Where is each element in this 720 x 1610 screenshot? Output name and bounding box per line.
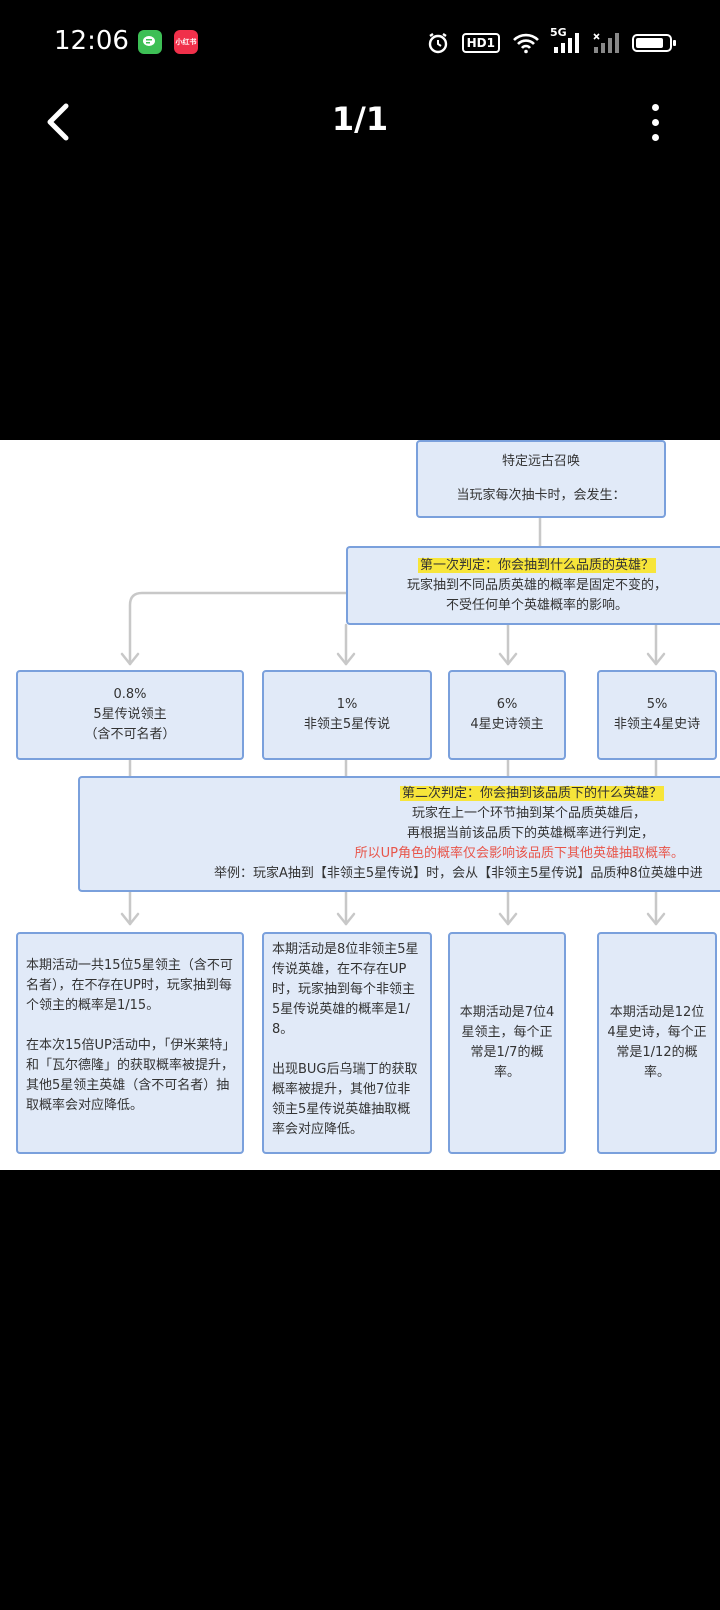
tier-rate: 0.8% xyxy=(113,687,147,702)
first-judgement-line1: 玩家抽到不同品质英雄的概率是固定不变的， xyxy=(406,577,667,593)
tier-rate: 1% xyxy=(336,697,358,712)
wifi-icon xyxy=(512,32,540,54)
second-judgement-line2: 再根据当前该品质下的英雄概率进行判定， xyxy=(406,826,654,841)
tier-node-nonlord-5star: 1% 非领主5星传说 xyxy=(262,670,432,760)
tier-node-lord-4star: 6% 4星史诗领主 xyxy=(448,670,566,760)
detail-paragraph: 出现BUG后乌瑞丁的获取概率被提升，其他7位非领主5星传说英雄抽取概率会对应降低… xyxy=(272,1062,418,1137)
status-time: 12:06 xyxy=(54,26,129,56)
wechat-icon xyxy=(138,30,162,54)
tier-name: 5星传说领主 xyxy=(93,707,167,722)
first-judgement-node: 第一次判定：你会抽到什么品质的英雄？ 玩家抽到不同品质英雄的概率是固定不变的， … xyxy=(346,546,720,625)
tier-node-lord-5star: 0.8% 5星传说领主 （含不可名者） xyxy=(16,670,244,760)
second-judgement-line3: 所以UP角色的概率仅会影响该品质下其他英雄抽取概率。 xyxy=(354,846,684,861)
second-judgement-node: 第二次判定：你会抽到该品质下的什么英雄？ 玩家在上一个环节抽到某个品质英雄后， … xyxy=(78,776,720,892)
root-node: 特定远古召唤 当玩家每次抽卡时，会发生： xyxy=(416,440,666,518)
page-indicator: 1/1 xyxy=(331,100,389,138)
detail-paragraph: 本期活动一共15位5星领主（含不可名者），在不存在UP时，玩家抽到每个领主的概率… xyxy=(26,958,233,1013)
signal-icon xyxy=(592,32,620,54)
more-options-button[interactable] xyxy=(640,100,670,144)
second-judgement-example: 举例：玩家A抽到【非领主5星传说】时，会从【非领主5星传说】品质种8位英雄中进 xyxy=(214,866,703,881)
hd-icon: HD1 xyxy=(461,33,500,53)
network-type: 5G xyxy=(550,26,567,39)
detail-paragraph: 本期活动是8位非领主5星传说英雄，在不存在UP时，玩家抽到每个非领主5星传说英雄… xyxy=(272,942,419,1037)
second-judgement-line1: 玩家在上一个环节抽到某个品质英雄后， xyxy=(411,806,646,821)
battery-icon xyxy=(632,34,676,52)
detail-paragraph: 在本次15倍UP活动中，「伊米莱特」和「瓦尔德隆」的获取概率被提升，其他5星领主… xyxy=(26,1038,235,1113)
detail-node-nonlord-4star: 本期活动是12位4星史诗，每个正常是1/12的概率。 xyxy=(597,932,717,1154)
detail-node-nonlord-5star: 本期活动是8位非领主5星传说英雄，在不存在UP时，玩家抽到每个非领主5星传说英雄… xyxy=(262,932,432,1154)
tier-name: 非领主4星史诗 xyxy=(613,717,701,732)
detail-paragraph: 本期活动是7位4星领主，每个正常是1/7的概率。 xyxy=(459,1005,555,1080)
chevron-left-icon xyxy=(47,103,69,141)
more-dots-icon xyxy=(651,103,659,111)
viewer-top-bar: 1/1 xyxy=(0,86,720,158)
back-button[interactable] xyxy=(34,98,82,146)
root-title: 特定远古召唤 xyxy=(501,454,580,469)
tier-name: 4星史诗领主 xyxy=(470,717,544,732)
detail-node-lord-4star: 本期活动是7位4星领主，每个正常是1/7的概率。 xyxy=(448,932,566,1154)
tier-rate: 5% xyxy=(646,697,668,712)
tier-note: （含不可名者） xyxy=(84,727,176,742)
root-subtitle: 当玩家每次抽卡时，会发生： xyxy=(456,488,626,503)
detail-paragraph: 本期活动是12位4星史诗，每个正常是1/12的概率。 xyxy=(607,1005,707,1080)
status-icons: HD1 5G xyxy=(426,26,676,56)
detail-node-lord-5star: 本期活动一共15位5星领主（含不可名者），在不存在UP时，玩家抽到每个领主的概率… xyxy=(16,932,244,1154)
battery-level xyxy=(636,38,663,48)
first-judgement-title: 第一次判定：你会抽到什么品质的英雄？ xyxy=(417,557,656,573)
signal-5g-icon: 5G xyxy=(550,26,580,54)
xiaohongshu-icon: 小红书 xyxy=(174,30,198,54)
first-judgement-line2: 不受任何单个英雄概率的影响。 xyxy=(445,597,628,613)
flowchart-connectors xyxy=(120,516,666,926)
tier-node-nonlord-4star: 5% 非领主4星史诗 xyxy=(597,670,717,760)
status-bar: 12:06 小红书 HD1 5G xyxy=(0,0,720,86)
tier-rate: 6% xyxy=(496,697,518,712)
image-view[interactable]: 特定远古召唤 当玩家每次抽卡时，会发生： 第一次判定：你会抽到什么品质的英雄？ … xyxy=(0,440,720,1170)
tier-name: 非领主5星传说 xyxy=(303,717,391,732)
second-judgement-title: 第二次判定：你会抽到该品质下的什么英雄？ xyxy=(399,786,664,801)
alarm-icon xyxy=(426,31,450,55)
